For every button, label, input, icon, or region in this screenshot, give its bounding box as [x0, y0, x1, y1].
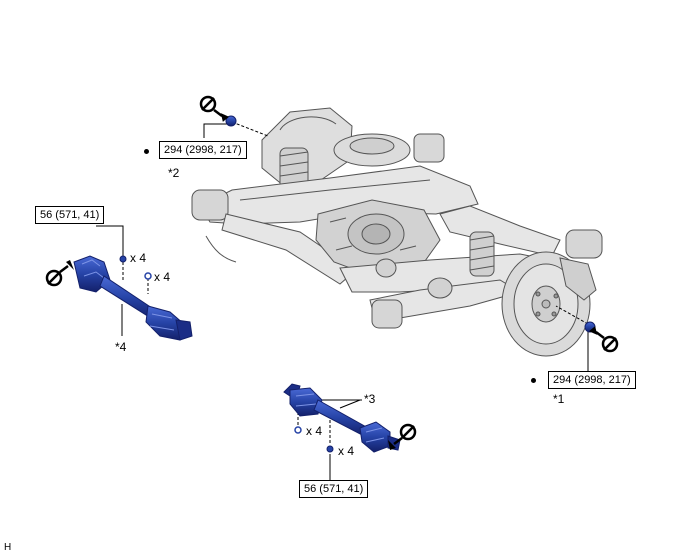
suspension-member	[191, 107, 603, 357]
drive-shaft-left	[73, 255, 193, 341]
qty-left-washer: x 4	[154, 270, 171, 284]
bottom-bolt	[326, 445, 334, 453]
drive-shaft-bottom	[283, 383, 401, 453]
qty-left-bolt: x 4	[130, 251, 147, 265]
callout-2: *2	[168, 166, 180, 180]
leader-lines	[96, 121, 589, 480]
upper-nut	[225, 115, 237, 127]
left-bolt	[119, 255, 127, 263]
qty-bottom-bolt: x 4	[338, 444, 355, 458]
bullet-right	[531, 378, 536, 383]
corner-mark: H	[4, 542, 12, 553]
callout-3: *3	[364, 392, 376, 406]
torque-spec-upper: 294 (2998, 217)	[159, 141, 247, 159]
torque-spec-bottom: 56 (571, 41)	[299, 480, 369, 498]
left-washer	[144, 272, 152, 280]
bullet-upper	[144, 149, 149, 154]
callout-1: *1	[553, 392, 565, 406]
bottom-washer	[294, 426, 302, 434]
no-reuse-icon	[589, 326, 619, 353]
torque-spec-left: 56 (571, 41)	[35, 206, 105, 224]
no-reuse-icon	[45, 260, 74, 287]
no-reuse-icon	[199, 95, 229, 122]
callout-4: *4	[115, 340, 127, 354]
torque-spec-right: 294 (2998, 217)	[548, 371, 636, 389]
qty-bottom-washer: x 4	[306, 424, 323, 438]
no-reuse-icon	[388, 423, 417, 450]
